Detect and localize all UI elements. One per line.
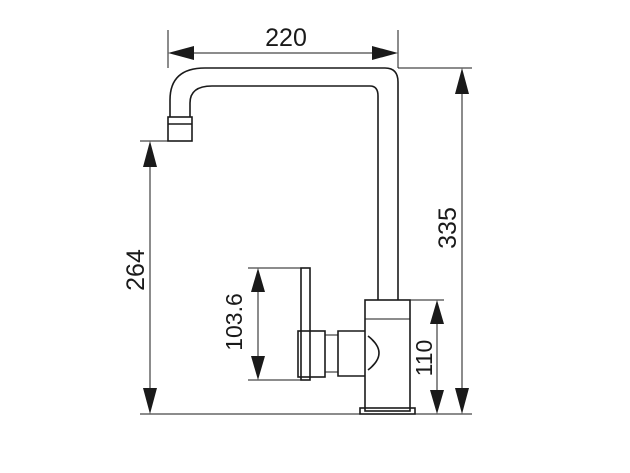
dimension-width: 220: [168, 24, 398, 60]
dimension-width-label: 220: [265, 24, 307, 52]
cartridge-housing: [337, 330, 365, 377]
dimension-handle-height: 103.6: [221, 268, 265, 380]
dimension-spout-height-label: 264: [122, 249, 150, 291]
faucet-body: [364, 299, 411, 412]
spout-outer-edge: [169, 67, 399, 300]
dimension-handle-height-label: 103.6: [221, 293, 247, 351]
dimension-body-height: 110: [411, 300, 444, 414]
handle-hub: [297, 330, 326, 378]
spout-inner-edge: [189, 85, 379, 300]
dimension-spout-height: 264: [122, 141, 157, 414]
dimension-total-height-label: 335: [434, 207, 462, 249]
dimension-body-height-label: 110: [411, 340, 437, 377]
aerator-nozzle: [167, 116, 193, 142]
faucet-outline: [167, 67, 416, 415]
lever-handle: [300, 267, 311, 381]
dimension-total-height: 335: [434, 68, 469, 414]
extension-lines: [140, 30, 472, 415]
